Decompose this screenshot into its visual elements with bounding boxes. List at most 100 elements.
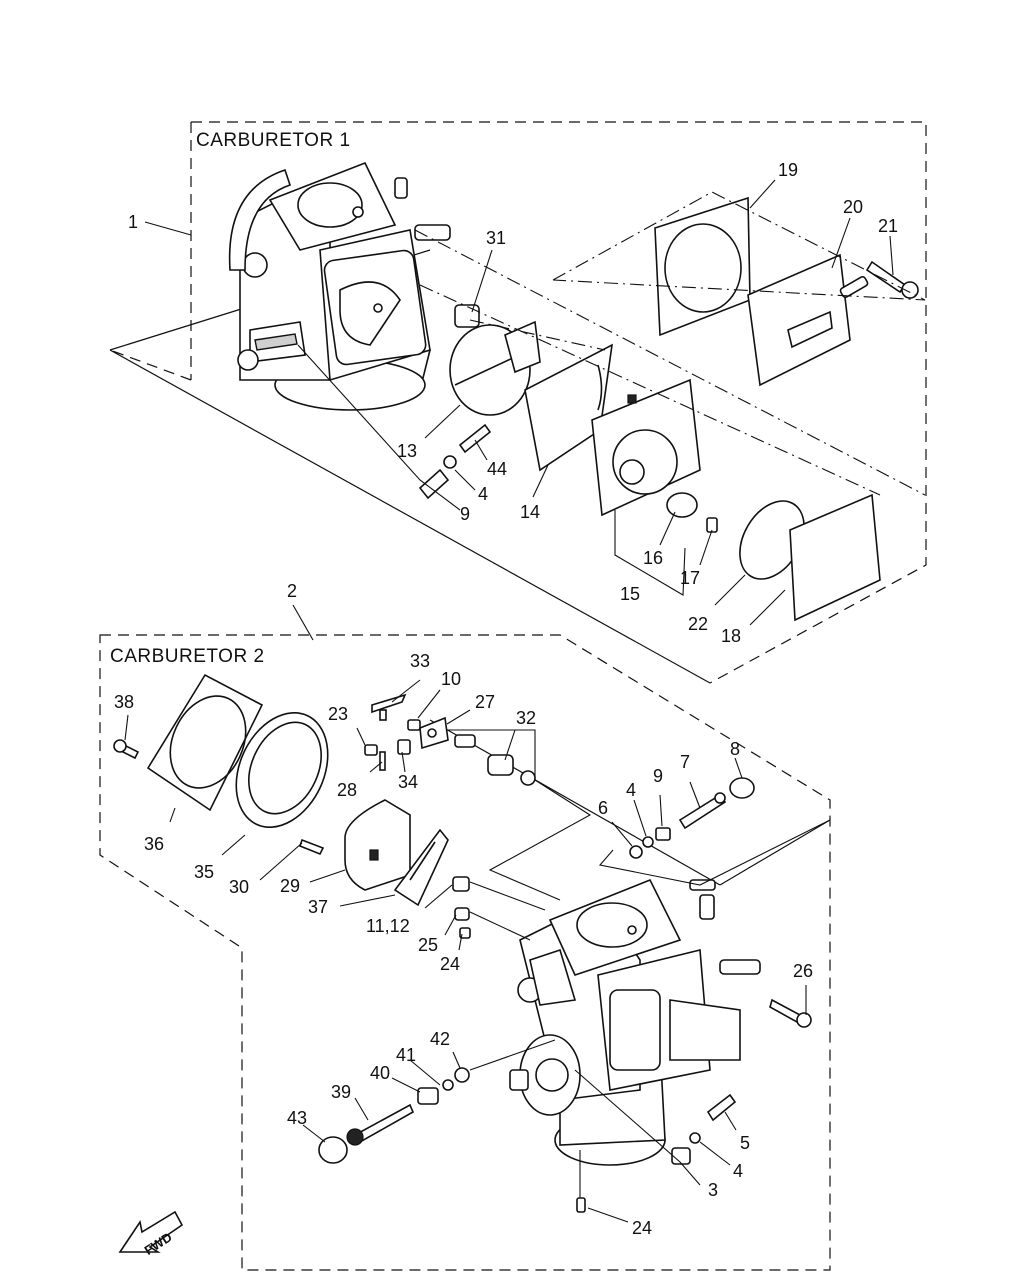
jet-25 — [454, 907, 470, 921]
callout-44: 44 — [487, 459, 507, 479]
screw-30 — [299, 838, 325, 856]
jet-44 — [458, 423, 492, 454]
carburetor-1-body — [228, 161, 451, 411]
callout-27: 27 — [475, 692, 495, 712]
fwd-arrow-icon: FWD — [118, 1210, 184, 1258]
callout-1: 1 — [128, 212, 138, 232]
diaphragm-13 — [449, 320, 541, 416]
callout-35: 35 — [194, 862, 214, 882]
callout-23: 23 — [328, 704, 348, 724]
callout-6: 6 — [598, 798, 608, 818]
carburetor-1-title: CARBURETOR 1 — [196, 130, 351, 151]
fitting-33 — [371, 693, 407, 721]
screw-10 — [407, 719, 421, 731]
callout-24-upper: 24 — [440, 954, 460, 974]
callout-14: 14 — [520, 502, 540, 522]
callout-25: 25 — [418, 935, 438, 955]
diaphragm-16 — [666, 492, 698, 518]
callout-38: 38 — [114, 692, 134, 712]
callout-21: 21 — [878, 216, 898, 236]
callout-42: 42 — [430, 1029, 450, 1049]
callout-4-top: 4 — [478, 484, 488, 504]
needle-valve-32 — [454, 734, 536, 786]
callout-24-lower: 24 — [632, 1218, 652, 1238]
diaphragm-35 — [235, 711, 329, 829]
callout-9-top: 9 — [460, 504, 470, 524]
carburetor-2-body — [509, 878, 761, 1166]
carburetor-1-group: CARBURETOR 1 — [109, 121, 927, 684]
callout-34: 34 — [398, 772, 418, 792]
callout-17: 17 — [680, 568, 700, 588]
spring-9a — [418, 468, 450, 500]
screw-23 — [364, 744, 378, 756]
callout-41: 41 — [396, 1045, 416, 1065]
callout-19: 19 — [778, 160, 798, 180]
callout-40: 40 — [370, 1063, 390, 1083]
pin-28 — [379, 751, 386, 771]
callout-37: 37 — [308, 897, 328, 917]
callout-15: 15 — [620, 584, 640, 604]
washer-4c — [689, 1132, 701, 1144]
callout-9-mid: 9 — [653, 766, 663, 786]
spring-40 — [417, 1087, 439, 1105]
callout-4-mid: 4 — [626, 780, 636, 800]
callout-39: 39 — [331, 1082, 351, 1102]
needle-39 — [346, 1103, 415, 1146]
bracket-27 — [419, 716, 449, 750]
callout-26: 26 — [793, 961, 813, 981]
carburetor-2-group: CARBURETOR 2 — [99, 634, 831, 1271]
spring-34 — [397, 739, 411, 755]
jet-24a — [459, 927, 471, 939]
callout-29: 29 — [280, 876, 300, 896]
callout-43: 43 — [287, 1108, 307, 1128]
cap-8 — [729, 777, 755, 799]
jet-1112 — [452, 876, 470, 892]
callout-10: 10 — [441, 669, 461, 689]
callout-30: 30 — [229, 877, 249, 897]
cap-43 — [318, 1136, 348, 1164]
callout-36: 36 — [144, 834, 164, 854]
screw-38 — [113, 739, 140, 760]
plate-15 — [591, 378, 701, 517]
gasket-19 — [654, 196, 751, 337]
callout-20: 20 — [843, 197, 863, 217]
callout-4-low: 4 — [733, 1161, 743, 1181]
callout-13: 13 — [397, 441, 417, 461]
jet-5 — [706, 1093, 737, 1122]
callout-32: 32 — [516, 708, 536, 728]
screw-24b — [576, 1197, 586, 1213]
callout-3: 3 — [708, 1180, 718, 1200]
callout-31: 31 — [486, 228, 506, 248]
washer-4a — [443, 455, 457, 469]
spring-9b — [655, 827, 671, 841]
screw-7 — [678, 792, 727, 830]
screw-17 — [706, 517, 718, 533]
callout-5: 5 — [740, 1133, 750, 1153]
callout-22: 22 — [688, 614, 708, 634]
screw-21 — [865, 260, 919, 299]
cover-36 — [146, 673, 264, 812]
callout-11-12: 11,12 — [366, 916, 410, 936]
callout-numbers: 1 19 20 21 31 13 44 4 9 14 16 17 15 22 1… — [114, 160, 898, 1238]
cover-18 — [789, 493, 881, 622]
callout-16: 16 — [643, 548, 663, 568]
gasket-37 — [393, 828, 449, 907]
callout-8: 8 — [730, 739, 740, 759]
cam-29 — [344, 799, 411, 891]
fitting-31 — [454, 304, 480, 328]
washer-41 — [442, 1079, 454, 1091]
callout-18: 18 — [721, 626, 741, 646]
oring-6 — [629, 845, 643, 859]
washer-4b — [642, 836, 654, 848]
screw-26 — [769, 998, 812, 1028]
spring-3 — [671, 1147, 691, 1165]
callout-7: 7 — [680, 752, 690, 772]
carburetor-2-title: CARBURETOR 2 — [110, 646, 265, 667]
callout-2: 2 — [287, 581, 297, 601]
callout-28: 28 — [337, 780, 357, 800]
oring-42 — [454, 1067, 470, 1083]
callout-33: 33 — [410, 651, 430, 671]
leader-lines — [124, 179, 894, 1223]
